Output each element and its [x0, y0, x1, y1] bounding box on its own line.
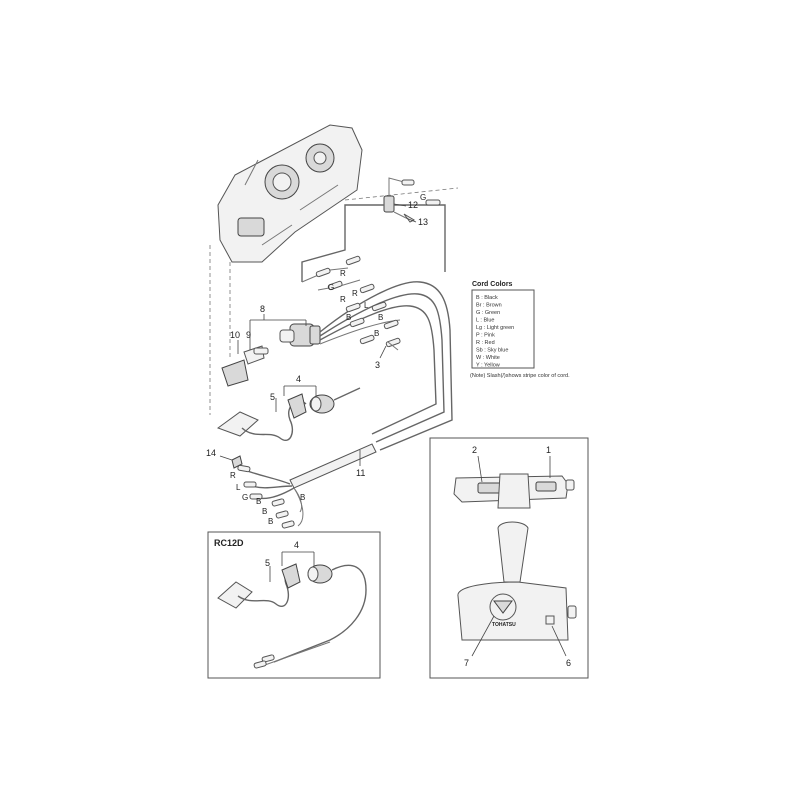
key-parts — [221, 345, 269, 387]
part-14 — [231, 455, 243, 469]
callout-7: 7 — [464, 658, 469, 668]
callout-13: 13 — [418, 217, 428, 227]
callout-12: 12 — [408, 200, 418, 210]
callout-rc5: 5 — [265, 558, 270, 568]
leader-12 — [393, 203, 407, 207]
control-box-housing — [217, 124, 363, 263]
callout-10: 10 — [230, 330, 240, 340]
wire-connectors-upper — [315, 255, 401, 351]
leader-9-10 — [237, 340, 251, 354]
code-b5: B — [262, 507, 267, 516]
code-b3: B — [374, 329, 379, 338]
code-l1: L — [364, 301, 369, 310]
legend-note: (Note) Slash(/)shows stripe color of cor… — [470, 373, 570, 379]
code-g-top: G — [420, 193, 426, 202]
leader-6 — [551, 625, 567, 657]
legend-item: Lg : Light green — [476, 325, 514, 331]
legend-item: G : Green — [476, 310, 500, 316]
brand-label: TOHATSU — [492, 622, 516, 628]
callout-11: 11 — [356, 468, 365, 478]
code-b6: B — [268, 517, 273, 526]
inset-remote-control: TOHATSU — [429, 437, 589, 679]
legend-item: Sb : Sky blue — [476, 348, 508, 354]
legend-item: Br : Brown — [476, 303, 502, 309]
code-r1: R — [340, 269, 346, 278]
code-b7: B — [300, 493, 305, 502]
leader-13 — [405, 217, 417, 223]
leader-4 — [283, 385, 317, 396]
guide-line-right — [344, 187, 459, 201]
code-b1: B — [346, 313, 351, 322]
inset-rc12d: RC12D — [207, 531, 381, 679]
cord-color-legend: Cord Colors B : Black Br : Brown G : Gre… — [470, 281, 570, 379]
legend-title: Cord Colors — [472, 281, 513, 288]
leader-14 — [219, 455, 233, 461]
legend-item: P : Pink — [476, 333, 495, 339]
callout-9: 9 — [246, 330, 251, 340]
leader-2 — [477, 455, 483, 483]
callout-6: 6 — [566, 658, 571, 668]
leader-rc4 — [281, 551, 315, 566]
code-r4: R — [230, 471, 236, 480]
legend-item: R : Red — [476, 340, 495, 346]
code-g1: G — [328, 283, 334, 292]
lanyard-assembly — [216, 387, 361, 441]
code-b4: B — [256, 497, 261, 506]
callout-8: 8 — [260, 304, 265, 314]
wire-bundle — [301, 267, 453, 451]
leader-8 — [249, 314, 307, 340]
leader-3 — [379, 345, 387, 359]
code-g2: G — [242, 493, 248, 502]
callout-2: 2 — [472, 445, 477, 455]
legend-item: W : White — [476, 355, 500, 361]
callout-5: 5 — [270, 392, 275, 402]
legend-item: L : Blue — [476, 318, 494, 324]
code-r3: R — [352, 289, 358, 298]
callout-14: 14 — [206, 448, 216, 458]
legend-item: B : Black — [476, 295, 498, 301]
code-l2: L — [236, 483, 241, 492]
inset-title: RC12D — [214, 538, 244, 548]
legend-item: Y : Yellow — [476, 363, 500, 369]
main-switch — [279, 323, 321, 347]
callout-1: 1 — [546, 445, 551, 455]
code-b2: B — [378, 313, 383, 322]
callout-rc4: 4 — [294, 540, 299, 550]
callout-4: 4 — [296, 374, 301, 384]
callout-3: 3 — [375, 360, 380, 370]
leader-7 — [471, 615, 495, 657]
harness-cable — [237, 443, 377, 529]
code-r2: R — [340, 295, 346, 304]
